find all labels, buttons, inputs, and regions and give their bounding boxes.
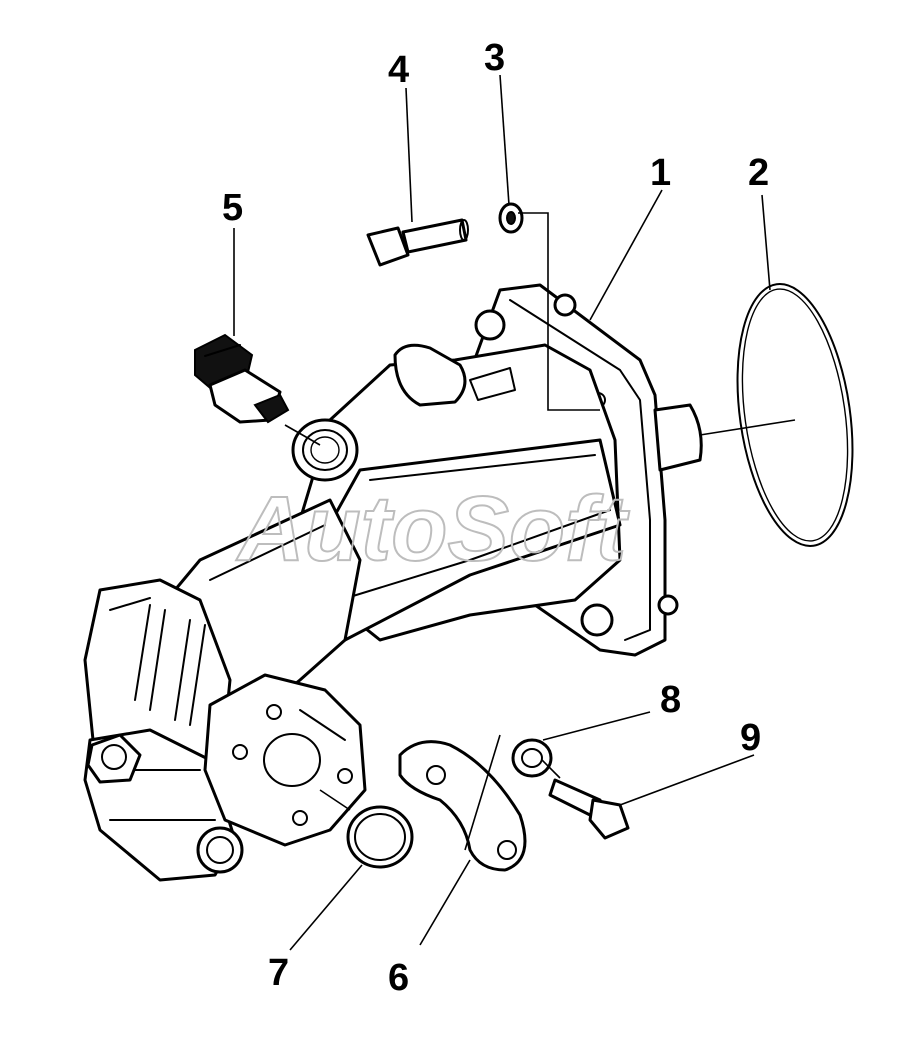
part-4-bolt xyxy=(366,218,469,267)
part-8-washer xyxy=(511,738,553,778)
label-part-2: 2 xyxy=(748,152,769,194)
label-part-7: 7 xyxy=(268,952,289,994)
part-2-o-ring xyxy=(736,283,854,547)
label-part-6: 6 xyxy=(388,957,409,999)
label-part-5: 5 xyxy=(222,187,243,229)
watermark-text: AutoSoft xyxy=(236,478,630,580)
part-6-half-flange xyxy=(398,740,527,872)
label-part-1: 1 xyxy=(650,152,671,194)
part-1-hydraulic-motor xyxy=(83,283,703,882)
label-part-4: 4 xyxy=(388,49,409,91)
leader-lines xyxy=(233,74,796,951)
part-5-fitting xyxy=(194,333,290,424)
label-part-9: 9 xyxy=(740,717,761,759)
label-part-8: 8 xyxy=(660,679,681,721)
part-9-bolt xyxy=(548,778,630,840)
part-3-washer xyxy=(498,202,524,234)
part-number-labels: 4 3 1 2 5 8 9 7 6 xyxy=(222,37,769,999)
part-7-seal-ring xyxy=(346,805,414,869)
label-part-3: 3 xyxy=(484,37,505,79)
